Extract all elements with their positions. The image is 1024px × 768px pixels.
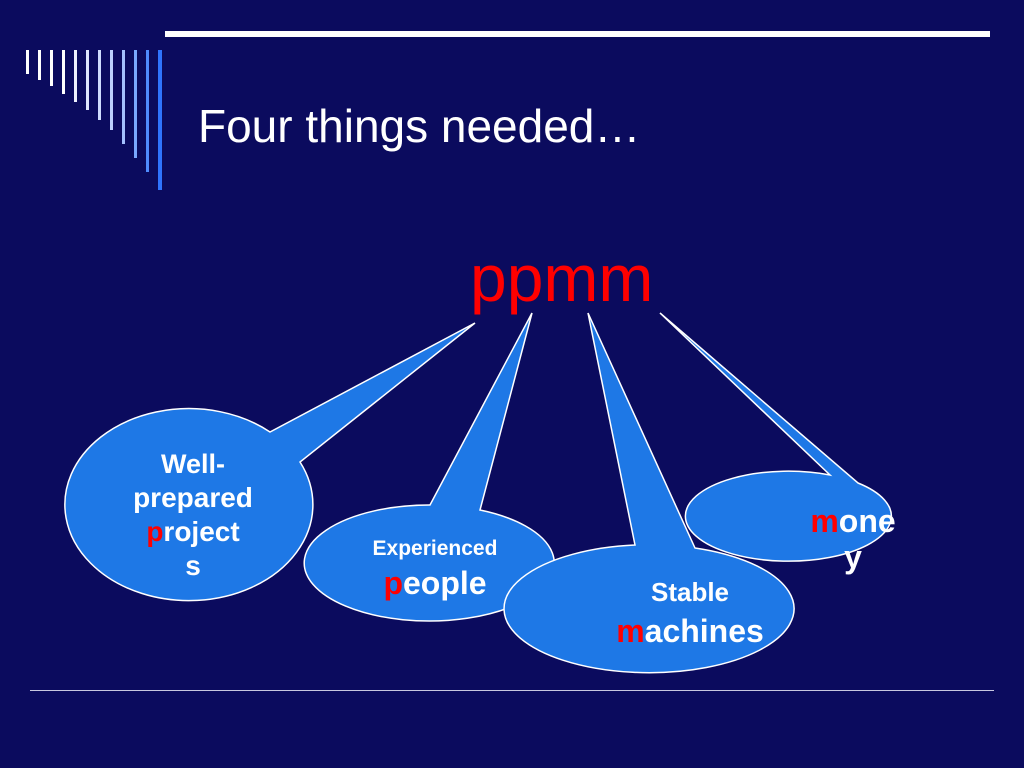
projects-line2: prepared — [133, 482, 253, 513]
projects-line1: Well- — [160, 449, 225, 479]
bubble-experienced-people: Experienced people — [330, 535, 540, 603]
people-initial: p — [383, 565, 403, 601]
bubble-well-prepared-projects: Well- prepared project s — [98, 447, 288, 583]
people-line2: people — [383, 563, 486, 603]
machines-line2: machines — [616, 611, 764, 651]
projects-rest: roject — [163, 516, 240, 547]
top-rule — [165, 31, 990, 37]
callout-machines — [503, 312, 795, 674]
bubble-stable-machines: Stable machines — [580, 573, 800, 651]
money-line1: mone — [810, 503, 895, 539]
projects-initial: p — [146, 516, 164, 547]
bubble-money: mone y — [783, 503, 923, 575]
people-rest: eople — [402, 565, 487, 601]
acronym-ppmm: ppmm — [470, 241, 654, 315]
callout-projects — [64, 322, 476, 602]
money-line2: y — [844, 539, 862, 575]
callout-money — [659, 312, 893, 562]
callout-people — [303, 312, 555, 622]
projects-line3: project — [146, 515, 239, 549]
money-initial: m — [810, 503, 839, 539]
decorative-stripes — [26, 50, 162, 190]
slide-title: Four things needed… — [198, 100, 641, 152]
projects-line4: s — [185, 550, 201, 581]
machines-rest: achines — [644, 613, 764, 649]
machines-initial: m — [616, 613, 645, 649]
money-rest: one — [838, 503, 896, 539]
machines-line1: Stable — [650, 577, 730, 607]
people-line1: Experienced — [372, 537, 498, 560]
bottom-rule — [30, 690, 994, 691]
